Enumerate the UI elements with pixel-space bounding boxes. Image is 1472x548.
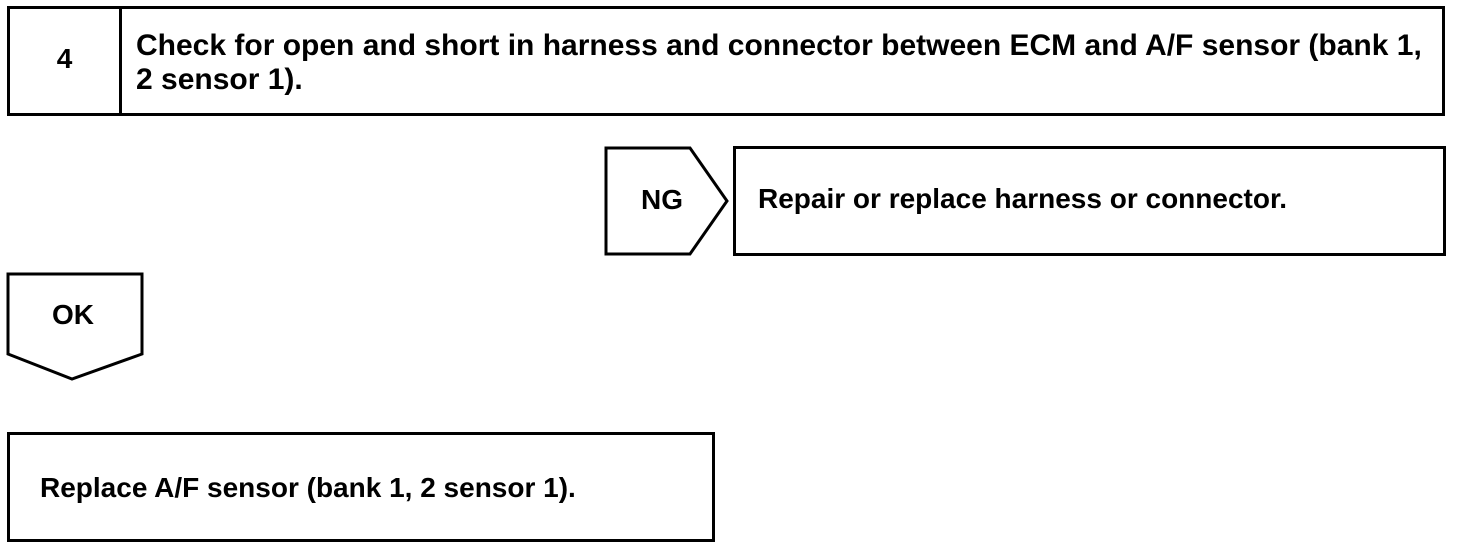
ng-result-box: Repair or replace harness or connector. <box>733 146 1446 256</box>
step-box: 4 Check for open and short in harness an… <box>7 6 1445 116</box>
ok-label: OK <box>52 299 94 330</box>
ng-result-text: Repair or replace harness or connector. <box>758 183 1288 214</box>
final-action-text: Replace A/F sensor (bank 1, 2 sensor 1). <box>40 472 576 503</box>
step-title: Check for open and short in harness and … <box>136 29 1422 96</box>
ng-arrow-outline <box>604 146 729 256</box>
ok-arrow-outline <box>6 272 144 381</box>
final-action-box: Replace A/F sensor (bank 1, 2 sensor 1). <box>7 432 715 542</box>
ng-label: NG <box>641 184 683 215</box>
step-number: 4 <box>56 43 73 74</box>
step-number-cell: 4 <box>10 9 122 113</box>
